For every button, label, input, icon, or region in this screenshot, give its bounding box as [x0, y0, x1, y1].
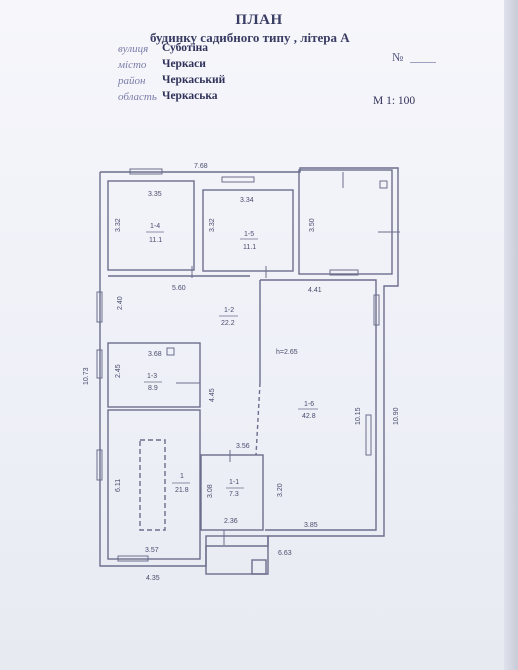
room-1-3-width: 3.68	[148, 351, 162, 358]
room-1-area: 21.8	[175, 487, 189, 494]
dim-right: 10.90	[393, 407, 400, 425]
stair-feature	[139, 439, 166, 531]
field-value-street: Суботіна	[162, 42, 209, 54]
field-label-street: вулиця	[118, 43, 149, 55]
room-1-height: 6.11	[115, 479, 122, 492]
room-1-5-height: 3.32	[209, 218, 216, 232]
field-label-district: район	[118, 75, 146, 87]
dim-porch: 6.63	[278, 550, 292, 557]
porch	[205, 535, 269, 575]
dim-left: 10.73	[83, 367, 90, 385]
room-1-1-height: 3.08	[207, 484, 214, 498]
window	[379, 180, 388, 189]
room-1-walls	[107, 409, 201, 560]
window	[96, 449, 103, 481]
room-1-4-height: 3.32	[115, 218, 122, 232]
room-1-5-area: 11.1	[243, 244, 256, 251]
field-label-region: область	[118, 91, 157, 103]
window	[96, 349, 103, 379]
room-1-3-id: 1-3	[147, 373, 157, 380]
room-1-4-walls	[107, 180, 195, 271]
room-1-1-width: 2.36	[224, 518, 238, 525]
room-1-5-width: 3.34	[240, 197, 254, 204]
room-1-6-area: 42.8	[302, 413, 316, 420]
room-1-2-area: 22.2	[221, 320, 235, 327]
partition-1-6	[260, 279, 377, 531]
room-1-4-id: 1-4	[150, 223, 160, 230]
room-1-1-walls	[200, 454, 264, 531]
window	[129, 168, 163, 175]
porch-step	[251, 559, 267, 575]
room-1-6-height: 10.15	[355, 407, 362, 425]
room-1-6-width: 3.85	[304, 522, 318, 529]
hall-dim: 3.56	[236, 443, 250, 450]
page-edge	[504, 0, 518, 670]
room-1-5-walls	[202, 189, 294, 272]
room-1-3-area: 8.9	[148, 385, 158, 392]
room-1-width: 3.57	[145, 547, 159, 554]
room-1-6-height-note: h=2.65	[276, 349, 298, 356]
dim-bottom: 4.35	[146, 575, 160, 582]
window	[365, 414, 372, 456]
document-title: ПЛАН	[235, 12, 283, 28]
room-1-id: 1	[180, 473, 184, 480]
room-1-2-width: 5.60	[172, 285, 186, 292]
window	[329, 269, 359, 276]
room-1-3-height: 2.45	[115, 364, 122, 378]
room-1-4-area: 11.1	[149, 237, 162, 244]
document-number-label: №	[392, 50, 404, 64]
partition-1-6-left-dashed	[255, 382, 261, 456]
dim-annex-bottom: 4.41	[308, 287, 322, 294]
room-1-2-height: 2.40	[117, 296, 124, 310]
room-1-2-id: 1-2	[224, 307, 234, 314]
room-1-5-id: 1-5	[244, 231, 254, 238]
outer-wall	[99, 167, 399, 567]
window	[166, 347, 175, 356]
field-value-district: Черкаський	[162, 74, 226, 86]
window	[96, 291, 103, 323]
room-1-6-id: 1-6	[304, 401, 314, 408]
window	[117, 555, 149, 562]
window	[221, 176, 255, 183]
room-1-1-area: 7.3	[229, 491, 239, 498]
room-1-6-lower-dim: 3.20	[277, 483, 284, 497]
hall-height: 4.45	[209, 388, 216, 402]
room-1-4-width: 3.35	[148, 191, 162, 198]
field-value-region: Черкаська	[162, 90, 218, 102]
document-subtitle: будинку садибного типу , літера А	[150, 30, 350, 45]
window	[373, 294, 380, 326]
field-label-city: місто	[118, 59, 147, 71]
scale-label: М 1: 100	[373, 95, 416, 107]
field-value-city: Черкаси	[162, 58, 206, 70]
annex-height: 3.50	[309, 218, 316, 232]
room-1-3-walls	[107, 342, 201, 408]
document-number-line	[410, 62, 436, 63]
annex-room	[298, 169, 393, 275]
dim-top: 7.68	[194, 163, 208, 170]
room-1-1-id: 1-1	[229, 479, 239, 486]
